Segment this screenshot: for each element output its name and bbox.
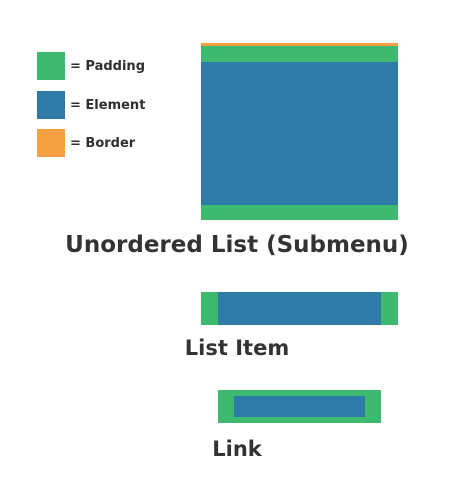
ul-border-strip xyxy=(201,43,398,46)
padding-legend-label: = Padding xyxy=(70,58,145,74)
ul-element-box xyxy=(201,62,398,205)
element-swatch xyxy=(37,91,65,119)
link-caption: Link xyxy=(212,437,262,461)
li-caption: List Item xyxy=(184,336,290,360)
legend-item-border: = Border xyxy=(37,129,135,157)
border-legend-label: = Border xyxy=(70,135,136,151)
li-element-box xyxy=(218,292,381,325)
padding-swatch xyxy=(37,52,65,80)
link-element-box xyxy=(234,396,365,417)
legend-item-padding: = Padding xyxy=(37,52,145,80)
element-legend-label: = Element xyxy=(70,97,146,113)
ul-caption: Unordered List (Submenu) xyxy=(65,232,409,258)
border-swatch xyxy=(37,129,65,157)
legend-item-element: = Element xyxy=(37,91,145,119)
